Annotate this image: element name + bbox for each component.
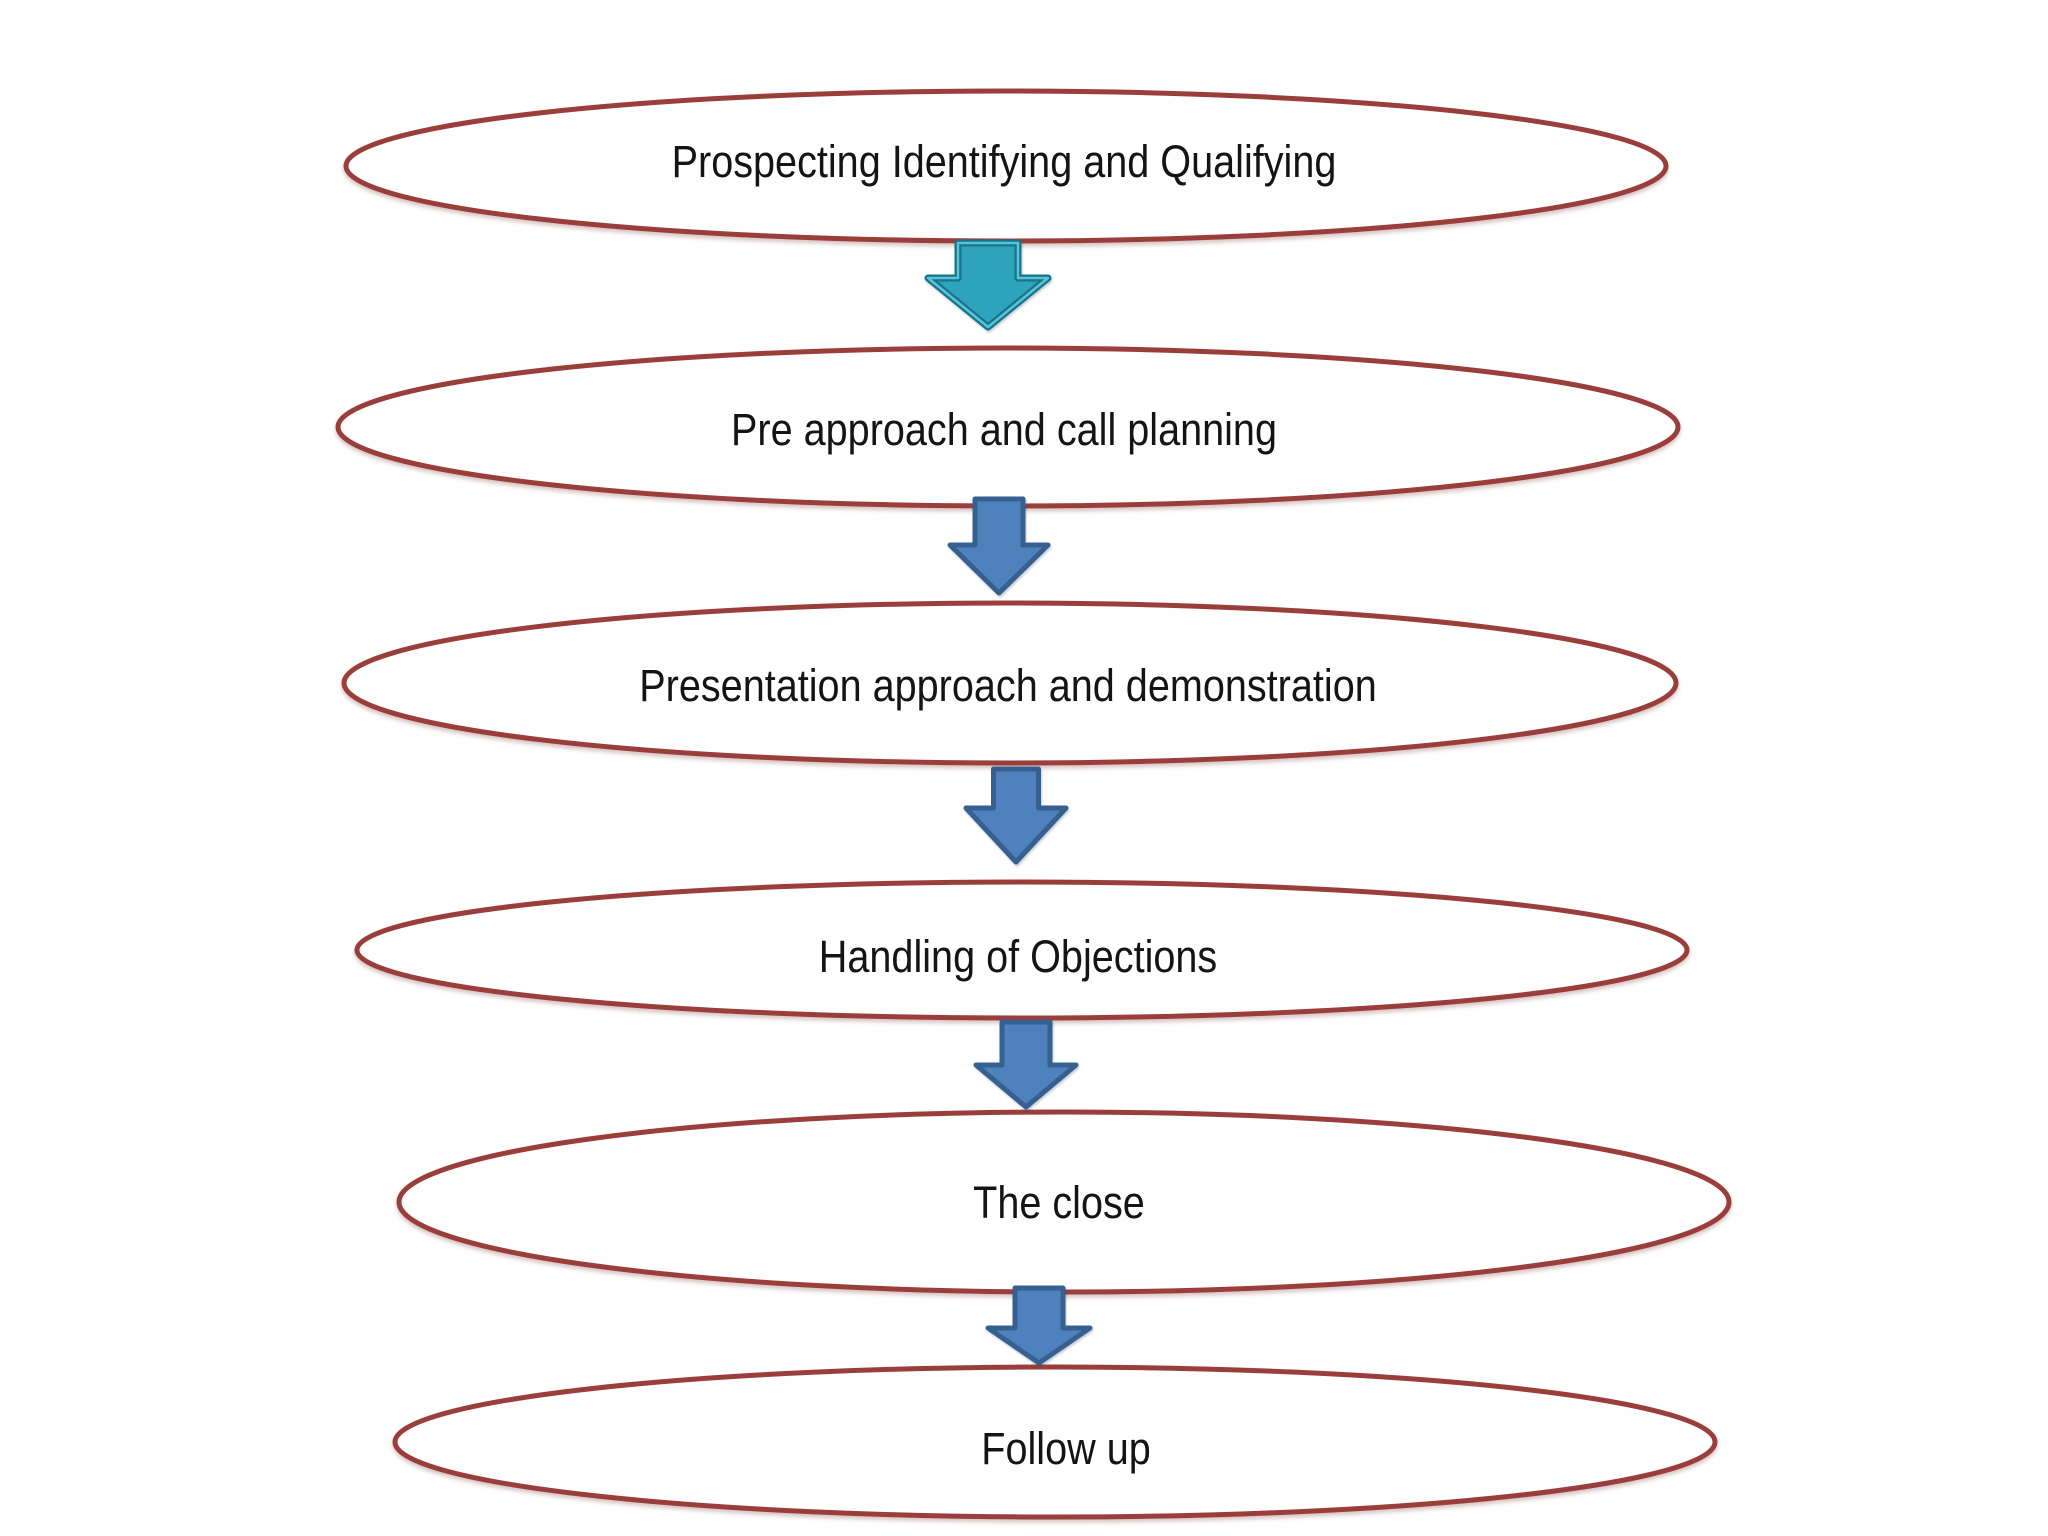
down-arrow-highlight [926,241,1050,329]
step-label-6: Follow up [981,1423,1151,1474]
down-arrow-icon-5 [985,1285,1093,1366]
step-label-5: The close [973,1177,1145,1228]
step-label-4: Handling of Objections [818,931,1218,982]
down-arrow-icon-2 [947,496,1051,596]
step-ellipse-3 [341,600,1679,766]
down-arrow-icon-4 [973,1019,1079,1110]
down-arrow-icon-1 [924,239,1052,331]
step-ellipse-6 [392,1364,1718,1520]
step-label-3: Presentation approach and demonstration [639,660,1377,711]
step-label-1: Prospecting Identifying and Qualifying [671,136,1337,187]
step-label-2: Pre approach and call planning [730,404,1277,455]
down-arrow-icon-3 [963,766,1069,865]
step-ellipse-4 [354,879,1690,1021]
